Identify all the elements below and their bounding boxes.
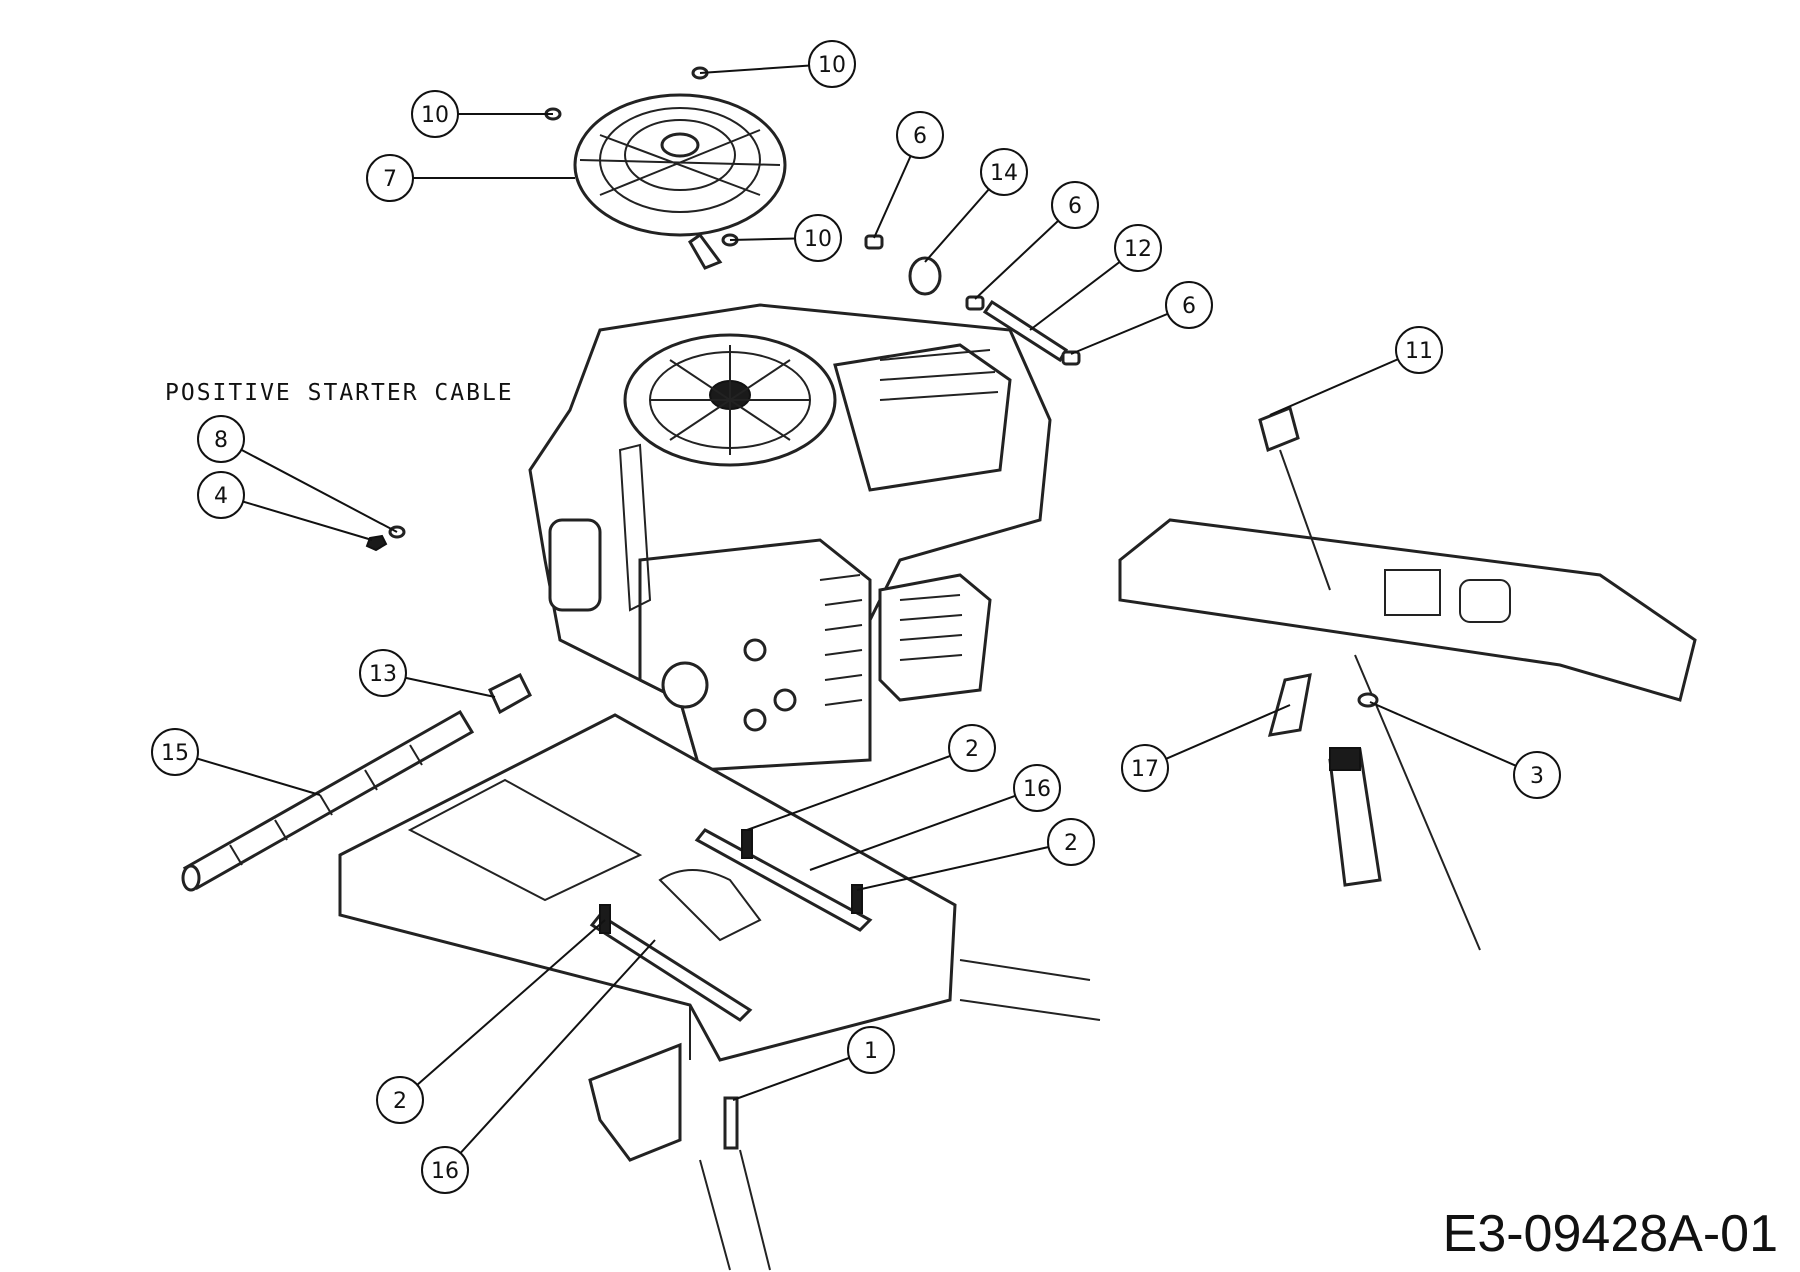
- callout-label-c17: 17: [1131, 757, 1159, 782]
- callout-bubble-c14: [980, 148, 1028, 196]
- callout-bubble-c16b: [421, 1146, 469, 1194]
- callout-label-c16a: 16: [1023, 777, 1051, 802]
- leader-line-c8: [220, 438, 398, 533]
- callout-bubble-c8: [197, 415, 245, 463]
- callout-label-c2a: 2: [965, 737, 979, 762]
- leader-line-c17: [1144, 704, 1291, 769]
- callout-label-c14: 14: [990, 161, 1018, 186]
- leader-line-c15: [174, 751, 321, 796]
- hose-15-illustration: [181, 709, 475, 892]
- leader-line-c3: [1369, 701, 1538, 776]
- leader-line-c16a: [809, 787, 1038, 871]
- callout-label-c7: 7: [383, 167, 397, 192]
- stud-2-c: [599, 904, 611, 934]
- leader-line-c1: [732, 1049, 872, 1101]
- leader-line-c16b: [444, 939, 656, 1171]
- callout-label-c1: 1: [864, 1039, 878, 1064]
- callout-bubble-c6c: [1165, 281, 1213, 329]
- callout-label-c6c: 6: [1182, 294, 1196, 319]
- callout-bubble-c10b: [411, 90, 459, 138]
- callout-bubble-c2a: [948, 724, 996, 772]
- drawing-code: E3-09428A-01: [1442, 1205, 1778, 1263]
- callout-bubble-c3: [1513, 751, 1561, 799]
- leader-line-c2b: [856, 841, 1072, 891]
- callout-bubble-c6a: [896, 111, 944, 159]
- stud-2-a: [741, 829, 753, 859]
- callout-bubble-c15: [151, 728, 199, 776]
- leader-line-c2c: [399, 919, 606, 1101]
- callout-bubble-c10c: [794, 214, 842, 262]
- nut-4: [365, 534, 388, 552]
- callout-label-c15: 15: [161, 741, 189, 766]
- callout-bubble-c11: [1395, 326, 1443, 374]
- leader-line-c11: [1269, 349, 1420, 416]
- callout-label-c2b: 2: [1064, 831, 1078, 856]
- callout-bubble-c2b: [1047, 818, 1095, 866]
- callout-bubble-c7: [366, 154, 414, 202]
- fan-shroud-illustration: [573, 93, 787, 270]
- callout-label-c4: 4: [214, 484, 228, 509]
- callout-bubble-c17: [1121, 744, 1169, 792]
- callout-bubble-c4: [197, 471, 245, 519]
- leader-line-c4: [220, 494, 373, 541]
- callout-bubble-c12: [1114, 224, 1162, 272]
- callout-label-c11: 11: [1405, 339, 1433, 364]
- callout-label-c6b: 6: [1068, 194, 1082, 219]
- stud-2-b: [851, 884, 863, 914]
- callout-bubble-c6b: [1051, 181, 1099, 229]
- callout-bubble-c13: [359, 649, 407, 697]
- callout-label-c8: 8: [214, 428, 228, 453]
- positive-starter-cable-caption: POSITIVE STARTER CABLE: [165, 380, 514, 406]
- control-panel-illustration: [1118, 405, 1697, 951]
- callout-bubble-c2c: [376, 1076, 424, 1124]
- callout-label-c10c: 10: [804, 227, 832, 252]
- callout-bubble-c1: [847, 1026, 895, 1074]
- callout-bubble-c10a: [808, 40, 856, 88]
- callout-label-c10b: 10: [421, 103, 449, 128]
- callout-label-c2c: 2: [393, 1089, 407, 1114]
- callout-label-c10a: 10: [818, 53, 846, 78]
- callout-label-c6a: 6: [913, 124, 927, 149]
- callout-label-c16b: 16: [431, 1159, 459, 1184]
- mounting-deck-illustration: [338, 713, 1101, 1271]
- callout-label-c12: 12: [1124, 237, 1152, 262]
- engine-illustration: [528, 303, 1052, 772]
- callout-label-c3: 3: [1530, 764, 1544, 789]
- callout-label-c13: 13: [369, 662, 397, 687]
- bolt-1: [723, 1096, 739, 1150]
- callout-bubble-c16a: [1013, 764, 1061, 812]
- fitting-13: [488, 672, 532, 715]
- leader-line-c2a: [746, 747, 973, 831]
